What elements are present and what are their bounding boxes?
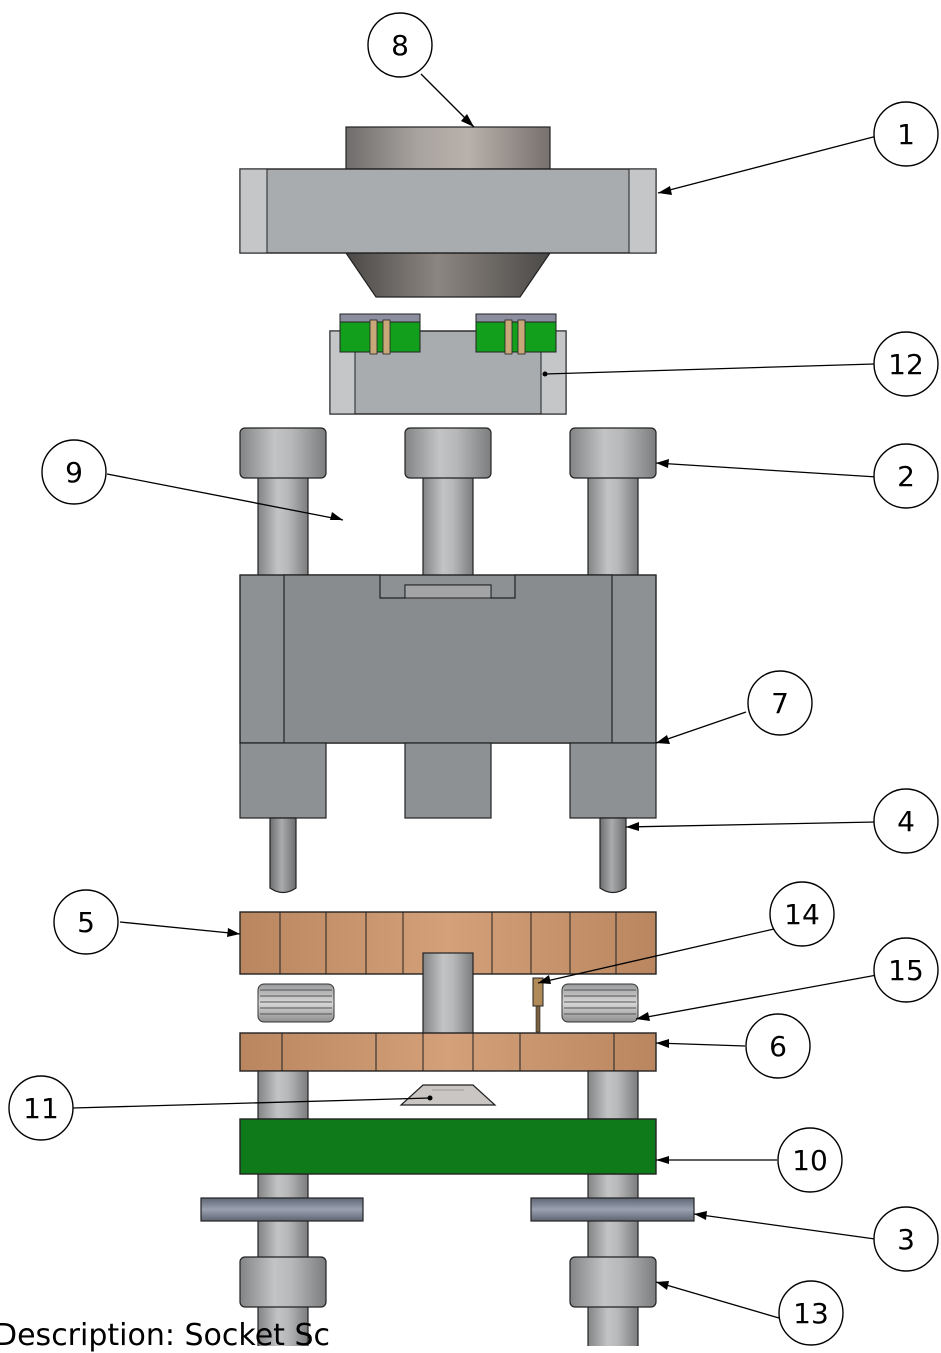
part-11-countersunk-screw <box>399 1084 497 1106</box>
part-6-lower-plate <box>239 1032 657 1072</box>
part-9-contacts <box>339 313 557 355</box>
part-3-washers <box>200 1197 695 1222</box>
svg-text:6: 6 <box>769 1030 787 1063</box>
callout-5: 5 <box>53 889 119 955</box>
callout-4: 4 <box>873 788 939 854</box>
part-15-springs <box>257 983 639 1023</box>
svg-text:12: 12 <box>888 348 924 381</box>
part-2-cap-screws <box>239 427 657 589</box>
callout-1: 1 <box>873 101 939 167</box>
callout-6: 6 <box>745 1013 811 1079</box>
callout-8: 8 <box>367 12 433 78</box>
svg-text:13: 13 <box>793 1297 829 1330</box>
callout-11: 11 <box>8 1075 74 1141</box>
part-13-bolt-heads <box>239 1256 657 1308</box>
svg-text:3: 3 <box>897 1223 915 1256</box>
callout-15: 15 <box>873 937 939 1003</box>
part-10-pcb <box>239 1118 657 1175</box>
svg-text:1: 1 <box>897 118 915 151</box>
diagram-caption: Description: Socket Sc <box>0 1318 330 1353</box>
callout-7: 7 <box>747 670 813 736</box>
svg-text:4: 4 <box>897 805 915 838</box>
callout-9: 9 <box>41 439 107 505</box>
svg-text:8: 8 <box>391 29 409 62</box>
svg-text:9: 9 <box>65 456 83 489</box>
svg-text:10: 10 <box>792 1144 828 1177</box>
svg-text:7: 7 <box>771 687 789 720</box>
callout-12: 12 <box>873 331 939 397</box>
leader-lines <box>72 73 878 1319</box>
svg-text:15: 15 <box>888 954 924 987</box>
center-post <box>422 952 474 1036</box>
svg-text:5: 5 <box>77 906 95 939</box>
callout-3: 3 <box>873 1206 939 1272</box>
callout-10: 10 <box>777 1127 843 1193</box>
part-8-plunger <box>344 126 552 298</box>
svg-text:11: 11 <box>23 1092 59 1125</box>
part-14-pogo-pin <box>532 977 544 1033</box>
part-4-guide-pins <box>269 817 627 894</box>
svg-text:14: 14 <box>784 898 820 931</box>
part-1-lid <box>239 168 657 254</box>
callout-14: 14 <box>769 881 835 947</box>
part-7-housing <box>239 574 657 819</box>
callout-2: 2 <box>873 443 939 509</box>
callout-13: 13 <box>778 1280 844 1346</box>
leader-arrowheads <box>227 114 707 1290</box>
callout-balloons: 8 1 12 2 9 7 4 5 <box>8 12 939 1346</box>
svg-text:2: 2 <box>897 460 915 493</box>
